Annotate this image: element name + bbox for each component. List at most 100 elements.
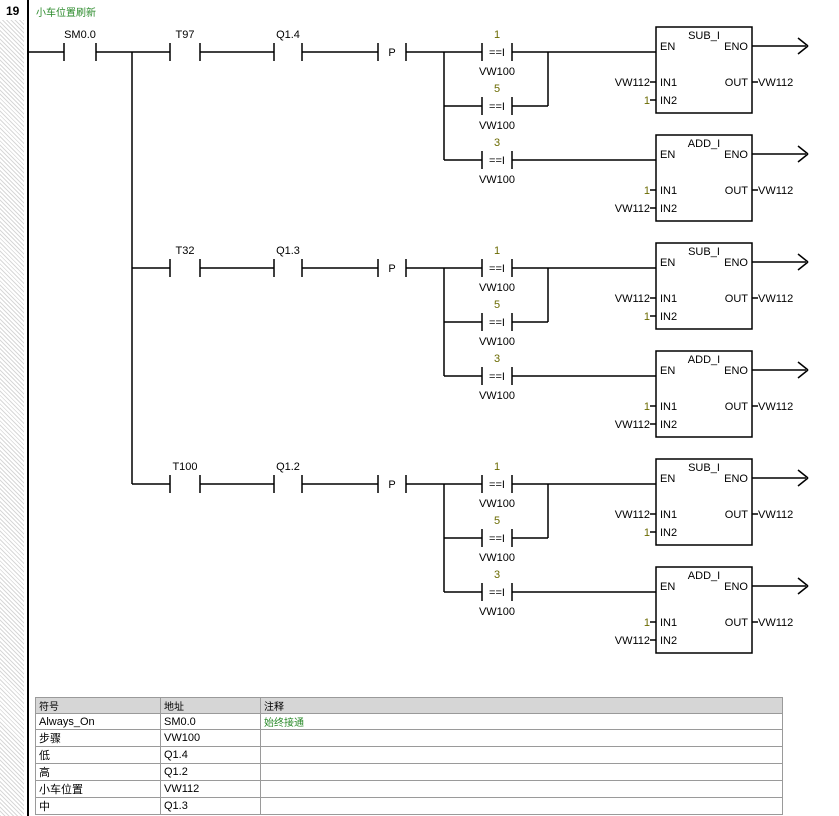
eno-arrow [797, 37, 809, 47]
header-comment[interactable]: 注释 [260, 697, 783, 714]
comment-cell[interactable] [260, 780, 783, 798]
symbol-cell[interactable]: 小车位置 [35, 780, 161, 798]
add-i-box[interactable] [655, 134, 753, 222]
comment-cell[interactable] [260, 746, 783, 764]
eno-arrow [797, 153, 809, 163]
box-en-pin: EN [660, 581, 675, 593]
contact-label: Q1.4 [276, 29, 300, 41]
compare-value: 3 [494, 353, 500, 365]
eno-arrow [797, 477, 809, 487]
network-number[interactable]: 19 [6, 4, 20, 18]
address-cell[interactable]: Q1.4 [160, 746, 261, 764]
compare-operand: VW100 [479, 498, 515, 510]
compare-operand: VW100 [479, 120, 515, 132]
compare-operand: VW100 [479, 552, 515, 564]
box-in1-pin: IN1 [660, 617, 677, 629]
comment-cell[interactable]: 始终接通 [260, 713, 783, 730]
compare-operand: VW100 [479, 282, 515, 294]
eno-arrow [797, 585, 809, 595]
box-in2-pin: IN2 [660, 203, 677, 215]
box-out-value: VW112 [758, 293, 793, 305]
contact-label: T100 [172, 461, 197, 473]
box-in2-value: VW112 [615, 419, 650, 431]
compare-operator: ==I [489, 479, 505, 491]
box-out-pin: OUT [725, 293, 749, 305]
box-en-pin: EN [660, 257, 675, 269]
address-cell[interactable]: Q1.3 [160, 797, 261, 815]
add-i-box[interactable] [655, 566, 753, 654]
box-in2-value: 1 [644, 95, 650, 107]
sub-i-box[interactable] [655, 26, 753, 114]
compare-operand: VW100 [479, 66, 515, 78]
symbol-cell[interactable]: Always_On [35, 713, 161, 730]
box-in1-value: 1 [644, 617, 650, 629]
address-cell[interactable]: VW100 [160, 729, 261, 747]
box-title: SUB_I [688, 462, 720, 474]
symbol-cell[interactable]: 中 [35, 797, 161, 815]
box-eno-pin: ENO [724, 581, 748, 593]
box-eno-pin: ENO [724, 473, 748, 485]
p-edge-label: P [388, 263, 395, 275]
box-eno-pin: ENO [724, 365, 748, 377]
compare-operand: VW100 [479, 390, 515, 402]
box-in1-pin: IN1 [660, 401, 677, 413]
symbol-cell[interactable]: 低 [35, 746, 161, 764]
sub-i-box[interactable] [655, 242, 753, 330]
compare-value: 5 [494, 299, 500, 311]
eno-arrow [797, 45, 809, 55]
comment-cell[interactable] [260, 797, 783, 815]
compare-operator: ==I [489, 263, 505, 275]
box-in2-pin: IN2 [660, 95, 677, 107]
network-comment[interactable]: 小车位置刷新 [36, 8, 96, 19]
box-out-value: VW112 [758, 185, 793, 197]
eno-arrow [797, 369, 809, 379]
header-address[interactable]: 地址 [160, 697, 261, 714]
compare-value: 3 [494, 137, 500, 149]
symbol-cell[interactable]: 高 [35, 763, 161, 781]
compare-operand: VW100 [479, 606, 515, 618]
address-cell[interactable]: VW112 [160, 780, 261, 798]
sub-i-box[interactable] [655, 458, 753, 546]
symbol-cell[interactable]: 步骤 [35, 729, 161, 747]
box-in1-value: VW112 [615, 509, 650, 521]
box-en-pin: EN [660, 41, 675, 53]
box-in1-value: 1 [644, 401, 650, 413]
comment-cell[interactable] [260, 729, 783, 747]
address-cell[interactable]: SM0.0 [160, 713, 261, 730]
box-in1-pin: IN1 [660, 509, 677, 521]
compare-value: 1 [494, 461, 500, 473]
box-out-pin: OUT [725, 185, 749, 197]
box-en-pin: EN [660, 473, 675, 485]
contact-label: T32 [176, 245, 195, 257]
box-out-pin: OUT [725, 509, 749, 521]
eno-arrow [797, 261, 809, 271]
compare-value: 1 [494, 245, 500, 257]
box-en-pin: EN [660, 365, 675, 377]
box-in2-value: VW112 [615, 635, 650, 647]
comment-cell[interactable] [260, 763, 783, 781]
header-symbol[interactable]: 符号 [35, 697, 161, 714]
eno-arrow [797, 253, 809, 263]
box-in2-pin: IN2 [660, 527, 677, 539]
box-in2-value: 1 [644, 311, 650, 323]
add-i-box[interactable] [655, 350, 753, 438]
box-in2-pin: IN2 [660, 635, 677, 647]
contact-label: Q1.3 [276, 245, 300, 257]
address-cell[interactable]: Q1.2 [160, 763, 261, 781]
compare-operator: ==I [489, 587, 505, 599]
box-out-pin: OUT [725, 401, 749, 413]
box-in1-value: VW112 [615, 77, 650, 89]
box-in1-pin: IN1 [660, 293, 677, 305]
box-eno-pin: ENO [724, 149, 748, 161]
box-out-value: VW112 [758, 617, 793, 629]
eno-arrow [797, 577, 809, 587]
compare-operand: VW100 [479, 336, 515, 348]
